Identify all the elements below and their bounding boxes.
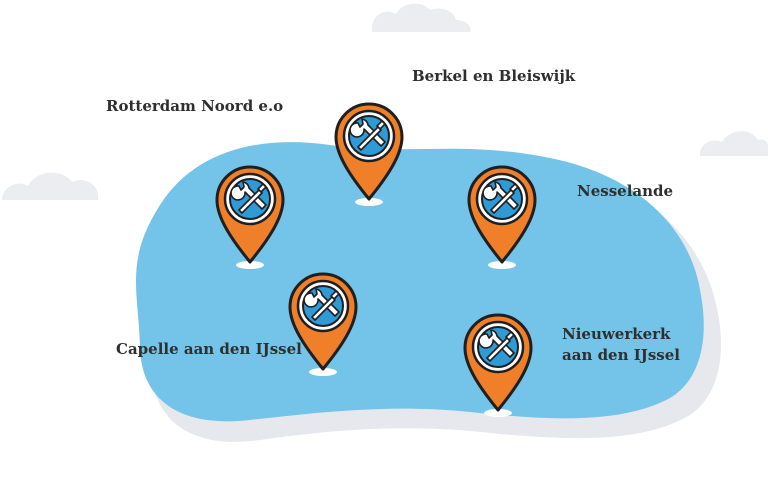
- location-label-nesselande: Nesselande: [577, 182, 674, 200]
- location-label-rotterdam: Rotterdam Noord e.o: [106, 97, 284, 115]
- location-label-berkel: Berkel en Bleiswijk: [412, 67, 576, 85]
- location-label-nieuwerkerk: Nieuwerkerk aan den IJssel: [562, 325, 680, 364]
- location-label-capelle: Capelle aan den IJssel: [116, 340, 302, 358]
- cloud-top: [372, 3, 471, 33]
- cloud-right: [700, 131, 768, 156]
- cloud-left: [2, 172, 98, 200]
